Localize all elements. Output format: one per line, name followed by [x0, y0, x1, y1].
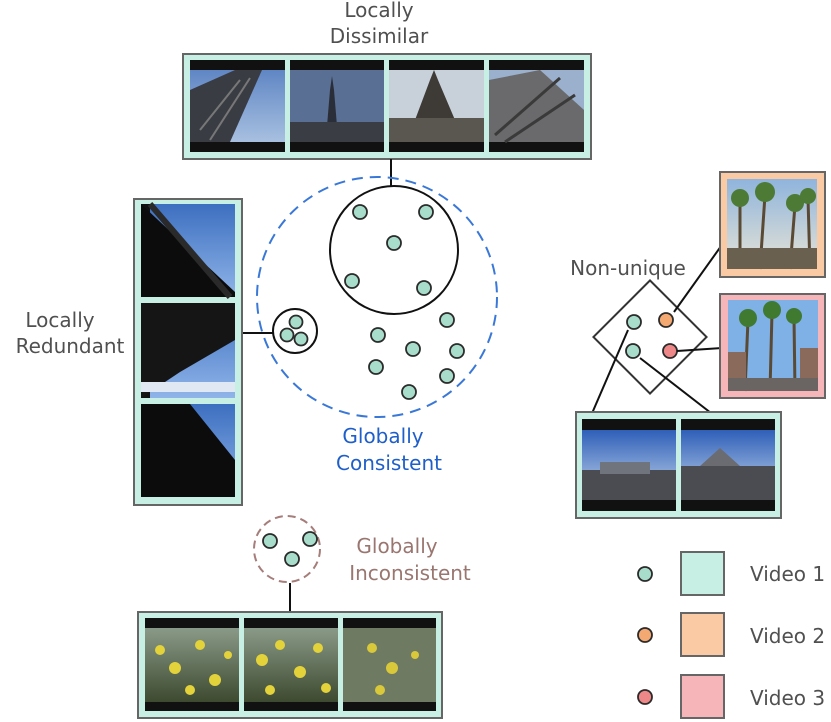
legend-swatch	[680, 612, 725, 657]
crowd-plaza-thumbnail	[582, 419, 676, 511]
non-unique-points	[625, 312, 678, 359]
locally-redundant-label-line1: Locally	[25, 308, 94, 332]
bridge-underside-thumbnail	[141, 303, 235, 398]
legend-dot-icon	[637, 689, 653, 705]
eiffel-tower-thumbnail	[389, 60, 484, 152]
redundant-cluster-circle	[272, 308, 318, 354]
video1-points-dissimilar	[344, 204, 434, 296]
video2-frame	[719, 171, 826, 278]
yellow-flowers-thumbnail	[145, 618, 239, 711]
crowd-plaza-thumbnail	[681, 419, 775, 511]
legend-swatch	[680, 674, 725, 719]
globally-consistent-label-line1: Globally	[342, 424, 423, 448]
dissimilar-cluster-circle	[329, 185, 459, 315]
legend-item-video3: Video 3	[637, 674, 825, 719]
locally-redundant-label-line2: Redundant	[16, 334, 125, 358]
locally-dissimilar-label-line1: Locally	[344, 0, 413, 22]
legend-dot-icon	[637, 566, 653, 582]
non-unique-diamond	[592, 279, 708, 395]
eiffel-tower-thumbnail	[489, 60, 584, 152]
video1-points-redundant	[279, 314, 309, 347]
filmstrip-eiffel	[182, 53, 592, 160]
globally-consistent-circle	[256, 176, 498, 418]
filmstrip-bridge	[133, 198, 243, 506]
bridge-underside-thumbnail	[141, 404, 235, 497]
connector-line	[589, 329, 629, 419]
globally-inconsistent-label-line2: Inconsistent	[349, 561, 471, 585]
video1-points-inconsistent	[262, 531, 318, 567]
globally-inconsistent-label-line1: Globally	[356, 534, 437, 558]
connector-line	[676, 347, 723, 352]
locally-dissimilar-label-line2: Dissimilar	[330, 24, 429, 48]
legend-item-video2: Video 2	[637, 612, 825, 657]
legend-label: Video 1	[750, 562, 825, 586]
filmstrip-flowers	[137, 611, 443, 719]
legend-label: Video 2	[750, 624, 825, 648]
yellow-flowers-thumbnail	[244, 618, 338, 711]
yellow-flowers-thumbnail	[343, 618, 436, 711]
palm-street-thumbnail	[727, 179, 817, 270]
legend-dot-icon	[637, 627, 653, 643]
eiffel-tower-thumbnail	[190, 60, 285, 152]
legend-swatch	[680, 551, 725, 596]
legend-item-video1: Video 1	[637, 551, 825, 596]
palm-street-thumbnail	[728, 300, 818, 392]
legend-label: Video 3	[750, 686, 825, 710]
non-unique-label: Non-unique	[570, 256, 686, 280]
video1-points-scattered	[368, 312, 465, 400]
globally-inconsistent-circle	[253, 515, 321, 583]
legend: Video 1 Video 2 Video 3	[637, 551, 825, 719]
bridge-underside-thumbnail	[141, 202, 235, 299]
eiffel-tower-thumbnail	[290, 60, 384, 152]
connector-line	[673, 241, 725, 313]
connector-line	[639, 357, 721, 421]
video3-frame	[719, 293, 826, 399]
filmstrip-plaza	[575, 411, 782, 519]
globally-consistent-label-line2: Consistent	[336, 451, 442, 475]
